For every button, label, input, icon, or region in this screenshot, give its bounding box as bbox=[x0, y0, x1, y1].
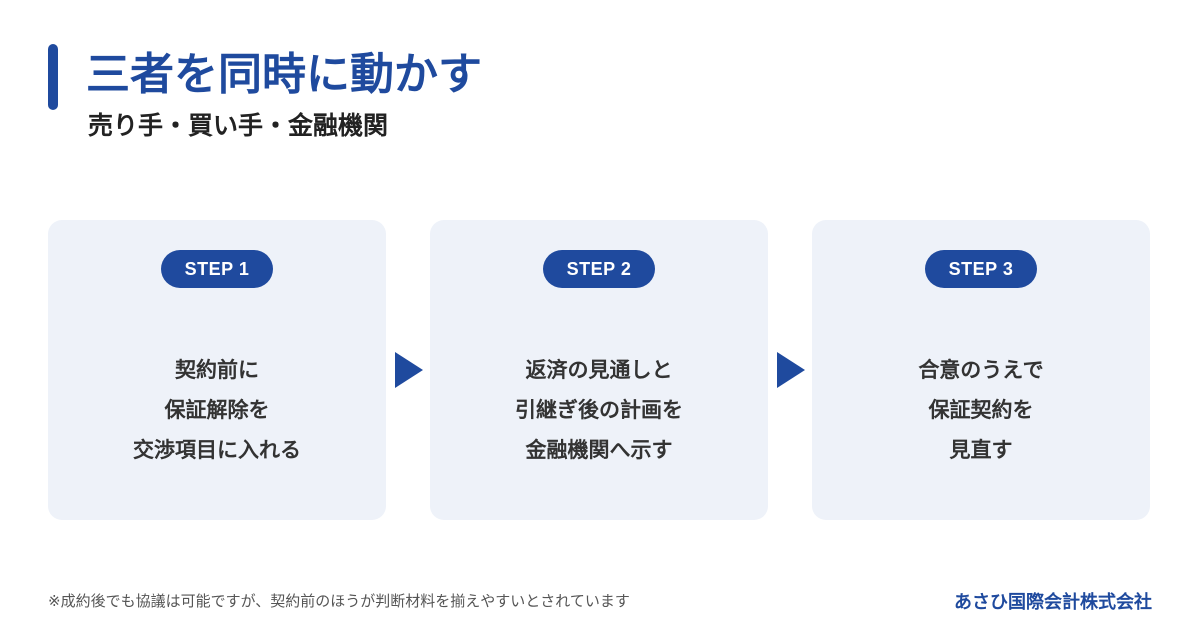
arrow-right-icon bbox=[395, 352, 423, 388]
step-1-line-2: 保証解除を bbox=[164, 398, 270, 422]
step-card-2: STEP 2 返済の見通しと 引継ぎ後の計画を 金融機関へ示す bbox=[430, 220, 768, 520]
step-1-line-3: 交渉項目に入れる bbox=[133, 438, 301, 462]
step-3-line-3: 見直す bbox=[949, 438, 1013, 462]
company-name: あさひ国際会計株式会社 bbox=[954, 592, 1152, 613]
step-badge-3: STEP 3 bbox=[925, 250, 1037, 288]
step-description-1: 契約前に 保証解除を 交渉項目に入れる bbox=[48, 350, 386, 470]
step-3-line-2: 保証契約を bbox=[928, 398, 1034, 422]
arrow-right-icon bbox=[777, 352, 805, 388]
step-card-1: STEP 1 契約前に 保証解除を 交渉項目に入れる bbox=[48, 220, 386, 520]
step-3-line-1: 合意のうえで bbox=[918, 358, 1044, 382]
title-accent-bar bbox=[48, 44, 58, 110]
step-2-line-1: 返済の見通しと bbox=[525, 358, 673, 382]
step-2-line-2: 引継ぎ後の計画を bbox=[515, 398, 683, 422]
page-title: 三者を同時に動かす bbox=[86, 49, 482, 100]
step-description-3: 合意のうえで 保証契約を 見直す bbox=[812, 350, 1150, 470]
step-card-3: STEP 3 合意のうえで 保証契約を 見直す bbox=[812, 220, 1150, 520]
step-badge-2: STEP 2 bbox=[543, 250, 655, 288]
step-description-2: 返済の見通しと 引継ぎ後の計画を 金融機関へ示す bbox=[430, 350, 768, 470]
footnote: ※成約後でも協議は可能ですが、契約前のほうが判断材料を揃えやすいとされています bbox=[48, 592, 630, 610]
page-subtitle: 売り手・買い手・金融機関 bbox=[88, 111, 389, 140]
step-2-line-3: 金融機関へ示す bbox=[525, 438, 673, 462]
step-badge-1: STEP 1 bbox=[161, 250, 273, 288]
step-1-line-1: 契約前に bbox=[175, 358, 259, 382]
